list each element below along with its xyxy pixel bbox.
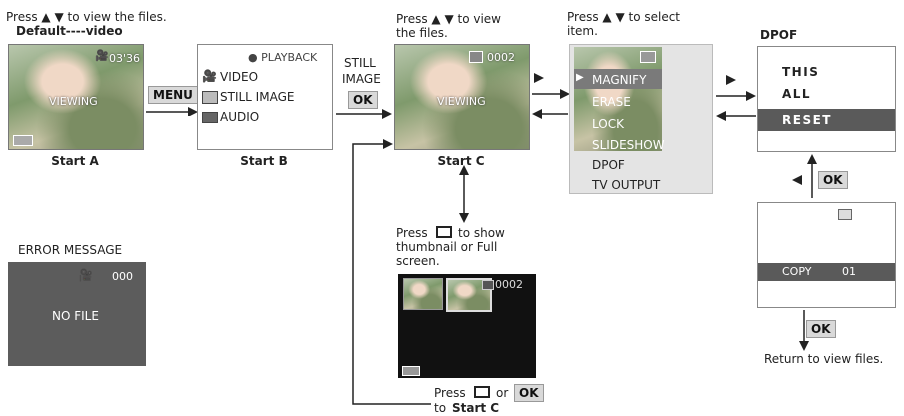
- start-c-status: VIEWING: [437, 95, 486, 108]
- loopback-arrow: [345, 136, 435, 412]
- copy-label: COPY: [782, 265, 811, 278]
- error-screen: 🎥 000 NO FILE: [8, 262, 146, 366]
- menu-item-still-image: STILL IMAGE: [220, 90, 294, 104]
- start-a-time: 03'36: [109, 52, 140, 65]
- video-icon: 🎥: [78, 268, 93, 282]
- error-counter: 000: [112, 270, 133, 283]
- copy-value: 01: [842, 265, 856, 278]
- menu-item-lock: LOCK: [592, 117, 624, 131]
- start-c-counter: 0002: [487, 51, 515, 64]
- arrow-b-to-c: [334, 106, 394, 122]
- dpof-item-all: ALL: [782, 87, 904, 101]
- arrow-a-to-b: [144, 100, 200, 116]
- arrows-dpof-copy: [790, 152, 820, 202]
- menu-item-slideshow: SLIDESHOW: [592, 138, 665, 152]
- audio-icon: [202, 112, 218, 123]
- menu-item-magnify: MAGNIFY: [592, 73, 646, 87]
- instruction-start-c: Start C: [452, 401, 499, 415]
- battery-icon: [13, 135, 33, 146]
- start-a-screen: 🎥 03'36 VIEWING: [8, 44, 144, 150]
- arrows-menu-dpof: [714, 70, 758, 124]
- image-icon: [640, 51, 656, 63]
- image-label: IMAGE: [342, 72, 381, 86]
- instruction-view-files-c2: the files.: [396, 26, 448, 40]
- video-icon: 🎥: [95, 49, 109, 62]
- arrows-c-menu: [530, 70, 570, 124]
- instruction-press-or: Press: [434, 386, 466, 400]
- menu-item-erase: ERASE: [592, 95, 631, 109]
- instruction-select-2: item.: [567, 24, 598, 38]
- dpof-item-this: THIS: [782, 65, 904, 79]
- ok-key-return: OK: [806, 320, 836, 338]
- menu-item-video: VIDEO: [220, 70, 258, 84]
- playback-header: ● PLAYBACK: [248, 51, 317, 64]
- image-icon: [469, 51, 483, 63]
- start-b-caption: Start B: [197, 154, 331, 168]
- instruction-view-files-c1: Press ▲ ▼ to view: [396, 12, 501, 26]
- instruction-thumb-to-show: to show: [458, 226, 505, 240]
- ok-key-thumbnail: OK: [514, 384, 544, 402]
- display-button-icon: [436, 226, 452, 238]
- start-b-screen: ● PLAYBACK 🎥 VIDEO STILL IMAGE AUDIO: [197, 44, 333, 150]
- error-message-title: ERROR MESSAGE: [18, 243, 122, 257]
- dpof-screen: THIS ALL RESET: [757, 46, 896, 152]
- menu-item-audio: AUDIO: [220, 110, 259, 124]
- image-icon: [202, 91, 218, 104]
- instruction-to: to: [434, 401, 446, 415]
- copy-screen: COPY 01: [757, 202, 896, 308]
- menu-item-tv-output: TV OUTPUT: [592, 178, 660, 192]
- ok-key-dpof: OK: [818, 171, 848, 189]
- start-a-status: VIEWING: [49, 95, 98, 108]
- instruction-or: or: [496, 386, 508, 400]
- dpof-title: DPOF: [760, 28, 797, 42]
- image-icon: [838, 209, 852, 220]
- thumbnail-counter: 0002: [495, 278, 523, 291]
- menu-item-dpof: DPOF: [592, 158, 625, 172]
- arrow-c-thumbnail: [454, 164, 474, 224]
- instruction-select-1: Press ▲ ▼ to select: [567, 10, 680, 24]
- return-to-view-files: Return to view files.: [764, 352, 883, 366]
- default-video-label: Default----video: [16, 24, 123, 38]
- still-label: STILL: [344, 56, 376, 70]
- start-c-screen: 0002 VIEWING: [394, 44, 530, 150]
- copy-selection-bar: [758, 263, 895, 281]
- caret-right-icon: ▶: [576, 72, 584, 83]
- error-text: NO FILE: [52, 309, 99, 323]
- dpof-item-reset: RESET: [782, 113, 904, 127]
- menu-screen: ▶ MAGNIFY ERASE LOCK SLIDESHOW DPOF TV O…: [569, 44, 713, 194]
- display-button-icon: [474, 386, 490, 398]
- image-icon: [482, 280, 494, 290]
- video-icon: 🎥: [202, 69, 217, 83]
- instruction-view-files-a: Press ▲ ▼ to view the files.: [6, 10, 167, 24]
- start-a-caption: Start A: [8, 154, 142, 168]
